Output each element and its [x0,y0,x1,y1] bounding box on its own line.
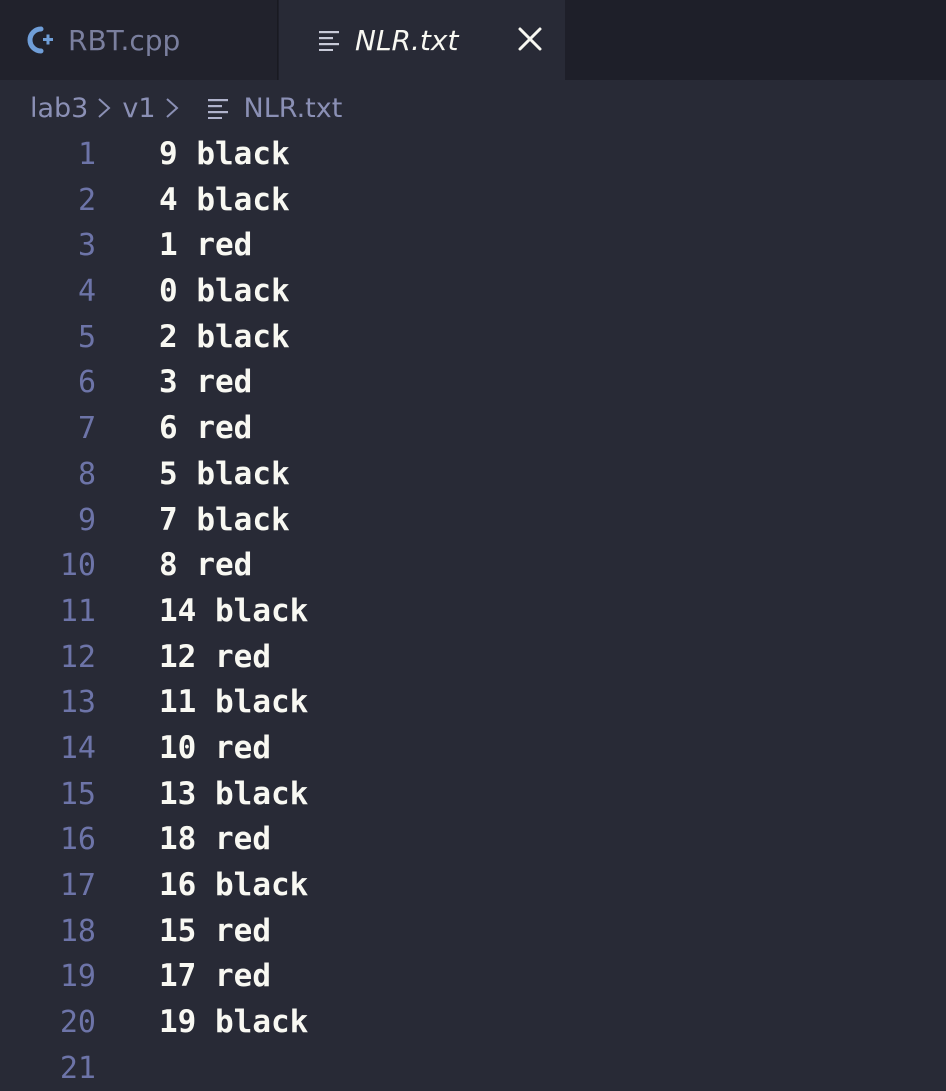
line-number: 17 [59,868,96,903]
line-text[interactable]: 1 red [159,227,253,264]
line-number: 10 [59,548,96,584]
tab-bar: RBT.cpp NLR.txt [0,0,946,80]
line-number: 16 [59,822,96,858]
line-text[interactable]: 14 black [159,592,309,629]
editor-line: 3 1 red [0,223,946,269]
line-number: 15 [59,776,96,812]
line-text[interactable]: 7 black [159,501,290,538]
line-number: 13 [59,685,96,721]
tab-label: RBT.cpp [68,23,181,57]
line-text[interactable]: 12 red [159,638,271,675]
line-number: 11 [59,593,96,629]
line-text[interactable]: 16 black [159,867,309,903]
editor-line: 14 10 red [0,726,946,772]
line-text[interactable]: 8 red [159,547,253,584]
editor-line: 10 8 red [0,543,946,589]
line-number: 21 [59,1050,96,1086]
chevron-right-icon [98,98,111,118]
line-number: 3 [77,228,96,264]
line-number: 20 [59,1005,96,1041]
line-number: 7 [77,411,96,447]
line-number: 9 [77,502,96,538]
editor-line: 21 [0,1046,946,1091]
line-text[interactable]: 4 black [159,181,290,218]
editor-line: 4 0 black [0,269,946,315]
tab-rbt-cpp[interactable]: RBT.cpp [0,0,278,80]
line-number: 5 [77,319,96,355]
line-number: 1 [77,137,96,172]
editor-line: 11 14 black [0,589,946,635]
line-number: 18 [59,913,96,949]
line-number: 6 [77,365,96,401]
line-number: 19 [59,959,96,995]
editor-line: 15 13 black [0,772,946,818]
tab-label: NLR.txt [355,23,459,57]
line-text[interactable]: 0 black [159,273,290,310]
editor-line: 8 5 black [0,452,946,498]
line-text[interactable]: 10 red [159,729,271,766]
close-icon[interactable] [515,24,545,54]
editor-area[interactable]: 1 9 black 2 4 black 3 1 red 4 0 black 5 2 bla… [0,132,946,1090]
editor-line: 5 2 black [0,315,946,361]
editor-line: 1 9 black [0,132,946,178]
editor-line: 2 4 black [0,178,946,224]
line-text[interactable]: 3 red [159,364,253,401]
line-number: 14 [59,730,96,766]
text-file-icon [319,31,339,51]
line-text[interactable]: 15 red [159,912,271,949]
line-text[interactable]: 11 black [159,684,309,721]
text-file-icon [207,99,228,119]
line-text[interactable]: 13 black [159,775,309,812]
line-number: 2 [77,182,96,218]
editor-line: 16 18 red [0,817,946,863]
editor-line: 7 6 red [0,406,946,452]
editor-line: 9 7 black [0,498,946,544]
editor-line: 13 11 black [0,680,946,726]
breadcrumb-item-file[interactable]: NLR.txt [243,92,343,124]
tab-nlr-txt[interactable]: NLR.txt [279,0,565,80]
line-text[interactable]: 2 black [159,318,290,355]
line-text[interactable]: 6 red [159,410,253,447]
editor-line: 18 15 red [0,909,946,955]
editor-line: 17 16 black [0,863,946,909]
chevron-right-icon [165,98,179,118]
line-text[interactable]: 17 red [159,958,271,995]
breadcrumb-item-lab3[interactable]: lab3 [30,92,89,124]
line-text[interactable]: 5 black [159,455,290,492]
line-number: 12 [59,639,96,675]
editor-line: 20 19 black [0,1000,946,1046]
editor-line: 6 3 red [0,360,946,406]
line-number: 8 [77,456,96,492]
line-text[interactable]: 18 red [159,821,271,858]
line-number: 4 [77,274,96,310]
breadcrumb: lab3 v1 NLR.txt [30,88,342,128]
breadcrumb-item-v1[interactable]: v1 [122,92,156,124]
line-text[interactable]: 9 black [159,136,290,172]
cpp-file-icon [27,26,53,54]
editor-line: 19 17 red [0,954,946,1000]
line-text[interactable]: 19 black [159,1004,309,1041]
editor-line: 12 12 red [0,635,946,681]
